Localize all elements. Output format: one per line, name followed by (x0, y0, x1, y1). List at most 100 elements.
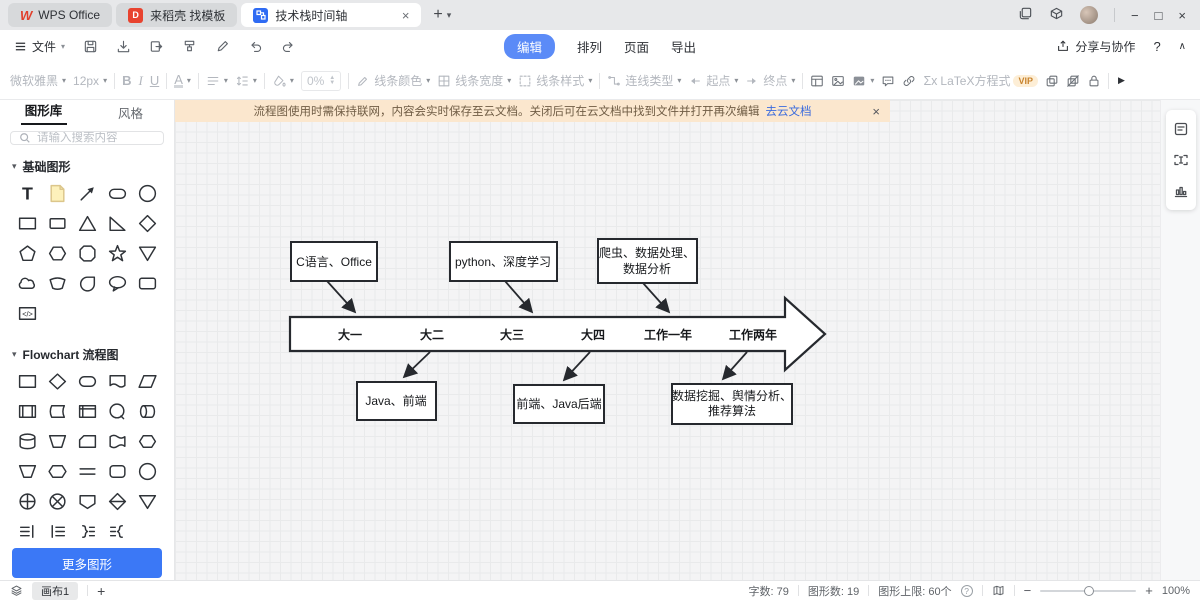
end-arrow-button[interactable]: 终点▾ (745, 72, 795, 89)
hyperlink-button[interactable] (902, 74, 916, 88)
shape-note[interactable] (42, 181, 72, 206)
layers-icon[interactable] (10, 584, 23, 597)
section-flowchart-shapes[interactable]: ▾ Flowchart 流程图 (12, 348, 119, 362)
shape-brace-lines[interactable] (72, 519, 102, 544)
line-width-button[interactable]: 线条宽度▾ (437, 72, 511, 89)
shape-bar-lines-left[interactable] (42, 519, 72, 544)
shape-terminator[interactable] (72, 369, 102, 394)
shape-arc-shape[interactable] (42, 271, 72, 296)
menu-arrange[interactable]: 排列 (576, 40, 602, 55)
artboard-icon[interactable] (1173, 152, 1189, 168)
shape-card[interactable] (72, 429, 102, 454)
align-button[interactable]: ▾ (206, 74, 228, 88)
menu-edit[interactable]: 编辑 (503, 33, 555, 59)
timeline-diagram[interactable]: 大一 大二 大三 大四 工作一年 工作两年 C语言、Office python、… (175, 100, 1160, 580)
shape-round-rect-2[interactable] (132, 271, 162, 296)
latex-equation-button[interactable]: Σx LaTeX方程式 VIP (923, 72, 1038, 89)
shape-rectangle[interactable] (12, 211, 42, 236)
banner-close-icon[interactable]: × (872, 103, 880, 119)
shape-process[interactable] (12, 369, 42, 394)
shape-octagon[interactable] (72, 241, 102, 266)
shape-cloud[interactable] (12, 271, 42, 296)
shape-preparation[interactable] (132, 429, 162, 454)
shape-document[interactable] (102, 369, 132, 394)
tab-wps-office[interactable]: W WPS Office (8, 3, 113, 27)
shape-or-junction[interactable] (42, 489, 72, 514)
shape-text[interactable]: T (12, 181, 42, 206)
shape-star[interactable] (102, 241, 132, 266)
shape-speech-bubble[interactable] (102, 271, 132, 296)
export-share-icon[interactable] (149, 39, 164, 54)
shape-display[interactable] (72, 489, 102, 514)
redo-icon[interactable] (281, 39, 296, 54)
chart-icon[interactable] (1173, 183, 1189, 199)
lock-button[interactable] (1087, 74, 1101, 88)
shape-lines-bar-right[interactable] (12, 519, 42, 544)
line-style-button[interactable]: 线条样式▾ (518, 72, 592, 89)
format-painter-icon[interactable] (182, 39, 197, 54)
user-avatar[interactable] (1079, 6, 1098, 24)
shape-right-triangle[interactable] (102, 211, 132, 236)
stable-mode-icon[interactable] (1049, 6, 1064, 24)
shape-data[interactable] (132, 369, 162, 394)
menu-export[interactable]: 导出 (671, 40, 697, 55)
tab-close-icon[interactable]: × (401, 7, 410, 23)
shape-teardrop[interactable] (72, 271, 102, 296)
drawing-canvas[interactable]: 流程图使用时需保持联网，内容会实时保存至云文档。关闭后可在云文档中找到文件并打开… (175, 100, 1160, 580)
shape-code-block[interactable]: </> (12, 301, 42, 326)
zoom-out-button[interactable]: − (1023, 583, 1032, 598)
font-family-select[interactable]: 微软雅黑▾ (10, 74, 67, 88)
shape-stored-data[interactable] (42, 399, 72, 424)
pencil-edit-icon[interactable] (215, 39, 230, 54)
shape-rounded-rect[interactable] (102, 181, 132, 206)
shape-summing-junction[interactable] (12, 489, 42, 514)
bold-button[interactable]: B (122, 73, 132, 88)
go-to-cloud-docs-link[interactable]: 去云文档 (765, 106, 812, 118)
shape-connector-circle[interactable] (102, 399, 132, 424)
shape-pentagon[interactable] (12, 241, 42, 266)
font-color-button[interactable]: A▾ (174, 71, 191, 88)
shape-circle[interactable] (132, 181, 162, 206)
shape-rectangle-2[interactable] (42, 211, 72, 236)
shape-rounded-process[interactable] (102, 459, 132, 484)
font-size-select[interactable]: 12px▾ (73, 73, 108, 88)
shape-lines-brace[interactable] (102, 519, 132, 544)
section-basic-shapes[interactable]: ▾ 基础图形 (12, 160, 71, 174)
shape-internal-storage[interactable] (72, 399, 102, 424)
shape-manual-operation[interactable] (42, 429, 72, 454)
share-collaborate-button[interactable]: 分享与协作 (1056, 38, 1135, 55)
help-circle-icon[interactable]: ? (960, 584, 973, 597)
help-button[interactable]: ? (1153, 38, 1161, 54)
more-shapes-button[interactable]: 更多图形 (12, 548, 162, 578)
zoom-slider-knob[interactable] (1084, 585, 1095, 596)
shape-circle[interactable] (132, 459, 162, 484)
new-tab-button[interactable]: + (433, 6, 443, 23)
canvas-tab[interactable]: 画布1 (32, 581, 79, 600)
layout-button[interactable] (810, 74, 824, 88)
shape-database[interactable] (12, 429, 42, 454)
line-spacing-button[interactable]: ▾ (235, 74, 257, 88)
zoom-in-button[interactable]: + (1145, 583, 1153, 598)
zoom-slider[interactable] (1040, 585, 1137, 596)
fill-color-button[interactable]: ▾ (272, 74, 294, 88)
start-arrow-button[interactable]: 起点▾ (688, 72, 738, 89)
tab-list-chevron-icon[interactable]: ▾ (446, 9, 452, 20)
shape-inverted-triangle[interactable] (132, 241, 162, 266)
menu-page[interactable]: 页面 (624, 40, 650, 55)
shape-collate[interactable] (102, 489, 132, 514)
minimap-icon[interactable] (992, 584, 1005, 597)
connector-type-button[interactable]: 连线类型▾ (607, 72, 681, 89)
shape-predefined-process[interactable] (12, 399, 42, 424)
tab-style[interactable]: 风格 (117, 107, 143, 121)
comment-button[interactable] (881, 74, 895, 88)
shape-direct-access[interactable] (132, 399, 162, 424)
tab-docer-templates[interactable]: D 来稻壳 找模板 (116, 3, 238, 27)
shape-double-line[interactable] (72, 459, 102, 484)
file-menu-button[interactable]: 文件▾ (14, 38, 65, 55)
close-window-button[interactable]: × (1178, 7, 1186, 23)
italic-button[interactable]: I (138, 72, 143, 88)
toolbar-overflow-icon[interactable]: ▶ (1117, 75, 1125, 85)
shape-triangle[interactable] (72, 211, 102, 236)
shape-diamond[interactable] (132, 211, 162, 236)
shape-hexagon[interactable] (42, 241, 72, 266)
